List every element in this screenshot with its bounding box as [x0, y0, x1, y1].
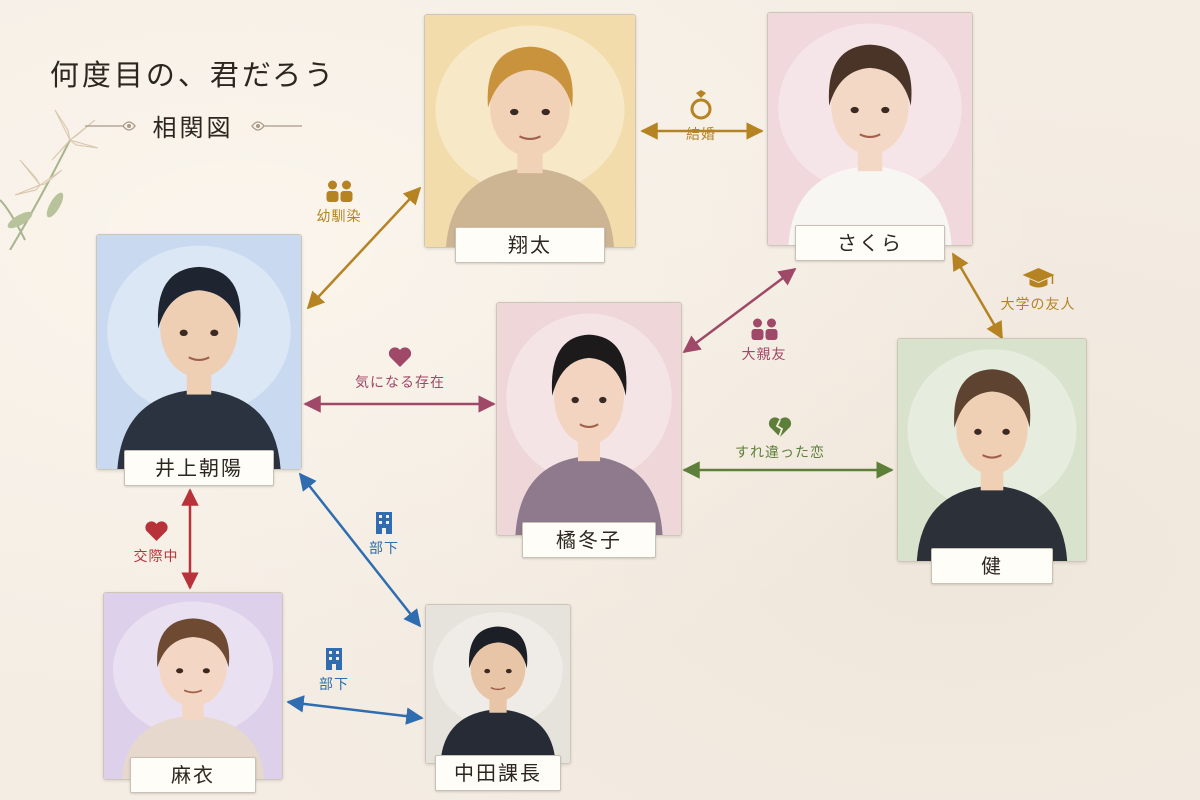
relation-label-childhood: 幼馴染 [316, 209, 362, 225]
name-plate-inoue: 井上朝陽 [124, 450, 274, 486]
relation-label-dating: 交際中 [133, 549, 179, 565]
portrait-sakura [767, 12, 973, 246]
building-icon [326, 648, 342, 670]
relation-label-bestfriend: 大親友 [741, 347, 787, 363]
relation-label-subordinate2: 部下 [319, 677, 349, 693]
flourish-left-icon [84, 120, 136, 131]
portrait-nakata [425, 604, 571, 764]
people-icon [326, 180, 352, 202]
subtitle-row: 相関図 [48, 108, 338, 143]
relation-childhood: 幼馴染 [317, 180, 362, 226]
character-card-mai[interactable]: 麻衣 [103, 592, 283, 794]
relation-label-college: 大学の友人 [1000, 297, 1076, 313]
line-childhood [306, 186, 422, 310]
building-icon [376, 512, 392, 534]
line-subordinate2 [286, 695, 424, 725]
character-card-inoue[interactable]: 井上朝陽 [96, 234, 302, 488]
broken-heart-icon [768, 417, 792, 438]
people-icon [751, 318, 777, 340]
relation-subordinate1: 部下 [369, 510, 399, 558]
portrait-tachibana [496, 302, 682, 536]
heart-icon [388, 347, 412, 367]
diagram-subtitle: 相関図 [152, 114, 234, 142]
relation-label-subordinate1: 部下 [369, 541, 399, 557]
character-card-sakura[interactable]: さくら [767, 12, 973, 264]
relation-bestfriend: 大親友 [742, 318, 787, 364]
relation-label-interest: 気になる存在 [355, 375, 445, 391]
graduation-cap-icon [1022, 268, 1054, 288]
character-card-shota[interactable]: 翔太 [424, 14, 636, 266]
diagram-title-block: 何度目の、君だろう 相関図 [48, 52, 338, 143]
line-college [951, 252, 1004, 340]
portrait-ken [897, 338, 1087, 562]
heart-icon [144, 521, 168, 541]
line-subordinate1 [298, 472, 422, 628]
relation-dating: 交際中 [134, 520, 179, 566]
character-card-nakata[interactable]: 中田課長 [425, 604, 571, 792]
lily-decoration [0, 109, 99, 250]
relation-subordinate2: 部下 [319, 646, 349, 694]
name-plate-ken: 健 [931, 548, 1053, 584]
relation-label-missed: すれ違った恋 [735, 445, 825, 461]
portrait-mai [103, 592, 283, 780]
character-card-tachibana[interactable]: 橘冬子 [496, 302, 682, 558]
relation-label-marriage: 結婚 [686, 127, 716, 143]
name-plate-tachibana: 橘冬子 [522, 522, 656, 558]
name-plate-shota: 翔太 [455, 227, 605, 263]
name-plate-nakata: 中田課長 [435, 755, 561, 791]
ring-icon [690, 90, 712, 120]
line-bestfriend [682, 267, 797, 354]
relation-interest: 気になる存在 [355, 346, 445, 392]
name-plate-mai: 麻衣 [130, 757, 256, 793]
relation-college: 大学の友人 [1001, 266, 1076, 314]
character-card-ken[interactable]: 健 [897, 338, 1087, 584]
relation-missed: すれ違った恋 [735, 416, 825, 462]
portrait-inoue [96, 234, 302, 470]
name-plate-sakura: さくら [795, 225, 945, 261]
flourish-right-icon [250, 120, 302, 131]
diagram-title: 何度目の、君だろう [49, 58, 337, 92]
relation-marriage: 結婚 [686, 90, 716, 144]
portrait-shota [424, 14, 636, 248]
